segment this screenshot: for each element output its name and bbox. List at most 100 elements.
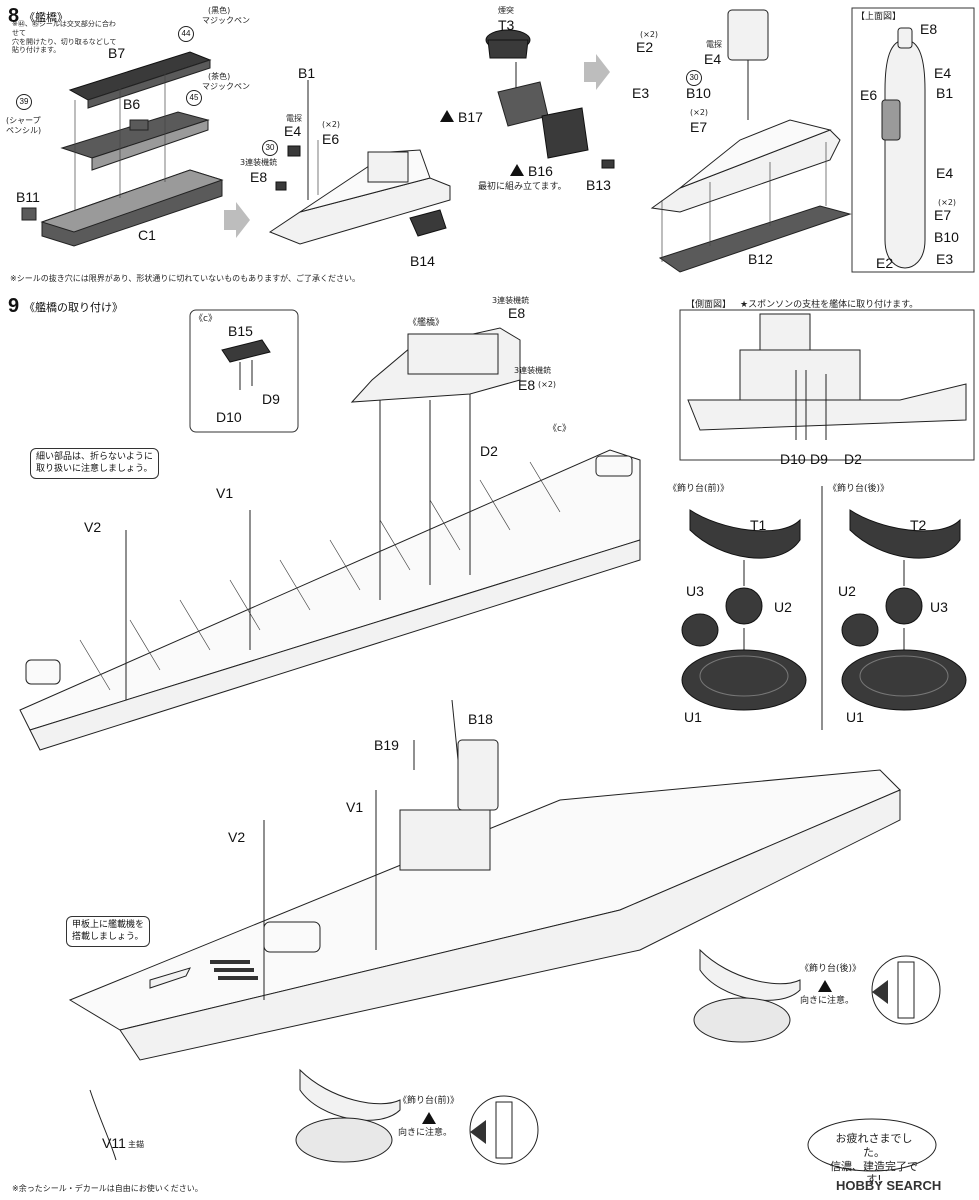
- step8-number: 8: [8, 5, 20, 27]
- step8-hull-parts-drawing: [21, 7, 975, 273]
- c-reference: 《c》: [548, 424, 571, 434]
- part-E3: E3: [632, 85, 650, 101]
- part-B7: B7: [108, 45, 126, 61]
- planes-note: 甲板上に艦載機を 搭載しましょう。: [66, 916, 151, 948]
- finish-message: お疲れさまでした。 信濃、建造完了です!: [830, 1132, 918, 1187]
- part-E4b-caption: 電探: [706, 40, 722, 49]
- lower-stand-rear-note: 向きに注意。: [800, 996, 855, 1006]
- step9-number: 9: [8, 295, 20, 317]
- V2-upper: V2: [84, 519, 102, 535]
- topview-B1: B1: [936, 85, 954, 101]
- stand-front-U2: U2: [774, 599, 792, 615]
- stand-front-title: 《飾り台(前)》: [668, 484, 730, 494]
- V2-lower: V2: [228, 829, 246, 845]
- warning-icon-b16: [510, 164, 524, 176]
- V1-upper: V1: [216, 485, 234, 501]
- seal-39-marker: 39: [16, 94, 32, 110]
- seal-44-marker: 44: [178, 26, 194, 42]
- part-E6: E6: [322, 131, 340, 147]
- step9-lower-drawing: [68, 699, 941, 1172]
- V11-caption: 主錨: [128, 1140, 144, 1149]
- part-B6: B6: [123, 96, 141, 112]
- part-B12: B12: [748, 251, 773, 267]
- inset-c-title: 《c》: [194, 314, 217, 324]
- stand-front-U1: U1: [684, 709, 702, 725]
- E8a-label: E8: [508, 305, 526, 321]
- paint-black: (黒色): [208, 6, 231, 15]
- footer-note: ※余ったシール・デカールは自由にお使いください。: [12, 1184, 203, 1193]
- part-E7-count: (×2): [690, 108, 709, 117]
- sideview-title: 【側面図】: [686, 300, 732, 310]
- topview-E7: E7: [934, 207, 952, 223]
- E8b-label: E8: [518, 377, 536, 393]
- topview-B10: B10: [934, 229, 959, 245]
- part-T3-caption: 煙突: [498, 6, 514, 15]
- warning-icon-stand-rear: [818, 980, 832, 992]
- E8b-count: (×2): [538, 380, 557, 389]
- part-E8-caption: 3連装機銃: [240, 158, 278, 167]
- stand-rear-U2: U2: [838, 583, 856, 599]
- bridge-label: 《艦橋》: [408, 318, 445, 328]
- part-B11: B11: [16, 189, 40, 205]
- lower-stand-front-title: 《飾り台(前)》: [398, 1096, 460, 1106]
- inset-c-D10: D10: [216, 409, 242, 425]
- step8-title: 《艦橋》: [24, 11, 68, 24]
- part-E2-count: (×2): [640, 30, 659, 39]
- pencil-note: (シャープ ペンシル): [6, 116, 42, 135]
- B18-label: B18: [468, 711, 493, 727]
- step9-title: 《艦橋の取り付け》: [24, 301, 123, 314]
- stand-front-U3: U3: [686, 583, 704, 599]
- part-B13: B13: [586, 177, 611, 193]
- V1-lower: V1: [346, 799, 364, 815]
- topview-x2: (×2): [938, 198, 957, 207]
- lower-stand-rear-title: 《飾り台(後)》: [800, 964, 862, 974]
- topview-E4a: E4: [934, 65, 952, 81]
- part-E8: E8: [250, 169, 268, 185]
- sideview-D9: D9: [810, 451, 828, 467]
- hobby-search-watermark: HOBBY SEARCH: [836, 1178, 942, 1193]
- part-E4b: E4: [704, 51, 722, 67]
- b16-note: 最初に組み立てます。: [478, 182, 567, 192]
- seal-30-marker-a: 30: [262, 140, 278, 156]
- sideview-note: ★スポンソンの支柱を艦体に取り付けます。: [740, 300, 919, 310]
- fragile-note: 細い部品は、折らないように 取り扱いに注意しましょう。: [30, 448, 159, 480]
- topview-E2: E2: [876, 255, 894, 271]
- part-B14: B14: [410, 253, 435, 269]
- sideview-D10: D10: [780, 451, 806, 467]
- stand-rear-T2: T2: [910, 517, 927, 533]
- seal-30-marker-b: 30: [686, 70, 702, 86]
- part-E6-count: (×2): [322, 120, 341, 129]
- warning-icon-stand-front: [422, 1112, 436, 1124]
- inset-c-B15: B15: [228, 323, 253, 339]
- E8a-caption: 3連装機銃: [492, 296, 530, 305]
- E8b-caption: 3連装機銃: [514, 366, 552, 375]
- topview-E6: E6: [860, 87, 878, 103]
- part-B17: B17: [458, 109, 483, 125]
- seal-note: ※㊹、㊺シールは交叉部分に合わせて 穴を開けたり、切り取るなどして 貼り付けます…: [12, 20, 117, 55]
- part-E4-caption: 電探: [286, 114, 302, 123]
- warning-icon-b17: [440, 110, 454, 122]
- part-B16: B16: [528, 163, 553, 179]
- stand-rear-U1: U1: [846, 709, 864, 725]
- stand-rear-title: 《飾り台(後)》: [828, 484, 890, 494]
- topview-E3: E3: [936, 251, 954, 267]
- part-B1: B1: [298, 65, 316, 81]
- paint-black-marker: マジックペン: [202, 16, 250, 25]
- part-T3: T3: [498, 17, 515, 33]
- sideview-D2: D2: [844, 451, 862, 467]
- topview-E8: E8: [920, 21, 938, 37]
- paint-silver: (茶色): [208, 72, 231, 81]
- part-C1: C1: [138, 227, 156, 243]
- part-E2: E2: [636, 39, 654, 55]
- B19-label: B19: [374, 737, 399, 753]
- V11-label: V11: [102, 1135, 126, 1151]
- stand-front-T1: T1: [750, 517, 767, 533]
- stand-rear-U3: U3: [930, 599, 948, 615]
- step9-upper-drawing: [19, 309, 975, 751]
- inset-c-D9: D9: [262, 391, 280, 407]
- topview-title: 【上面図】: [856, 12, 902, 22]
- seal-45-marker: 45: [186, 90, 202, 106]
- D2-label: D2: [480, 443, 498, 459]
- topview-E4b: E4: [936, 165, 954, 181]
- paint-silver-marker: マジックペン: [202, 82, 250, 91]
